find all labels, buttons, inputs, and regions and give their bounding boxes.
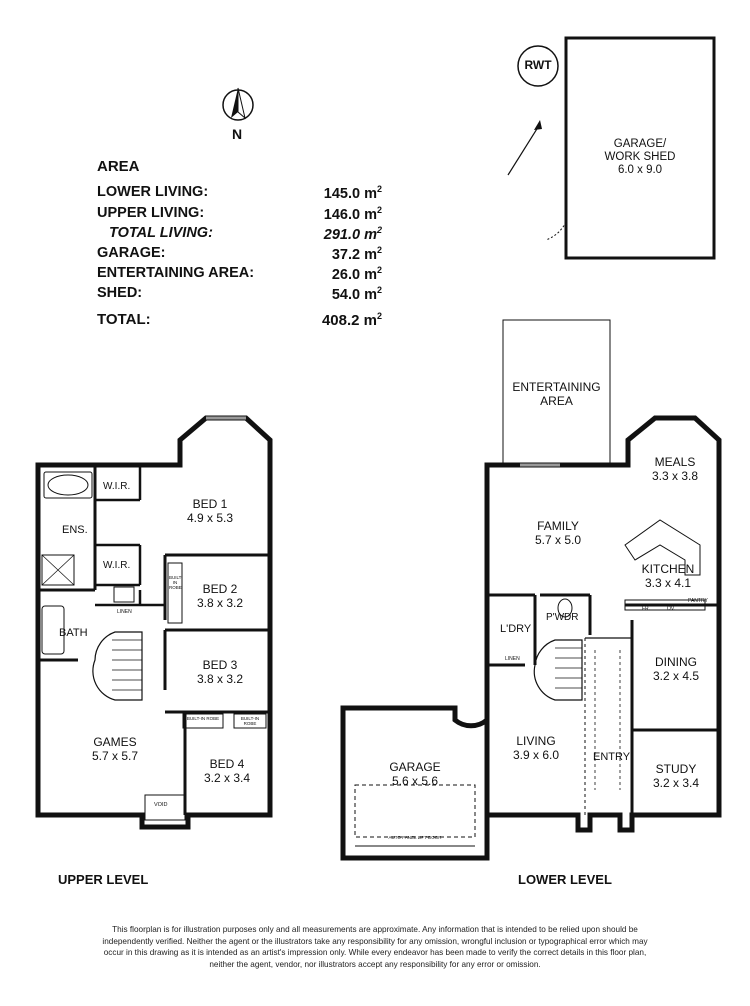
room-size: 3.8 x 3.2: [196, 672, 244, 686]
room-garage: GARAGE 5.6 x 5.6: [375, 760, 455, 788]
builtin-robe-label: BUILT-IN ROBE: [240, 716, 260, 726]
upper-level-plan: [35, 415, 273, 830]
room-name: AREA: [540, 394, 573, 408]
room-wir: W.I.R.: [103, 560, 131, 571]
room-size: 3.2 x 3.4: [203, 771, 251, 785]
linen-label: LINEN: [505, 656, 520, 662]
room-name: DINING: [655, 655, 697, 669]
rwt-label: RWT: [524, 58, 552, 72]
area-title: AREA: [97, 158, 140, 175]
oven-label: OV.: [667, 606, 676, 612]
room-games: GAMES 5.7 x 5.7: [75, 735, 155, 763]
room-size: 5.6 x 5.6: [391, 774, 439, 788]
room-name: STUDY: [655, 762, 697, 776]
room-name: GAMES: [93, 735, 137, 749]
room-size: 3.2 x 3.4: [652, 776, 700, 790]
shed-label: GARAGE/ WORK SHED 6.0 x 9.0: [566, 138, 714, 177]
room-wir: W.I.R.: [103, 481, 131, 492]
upper-level-label: UPPER LEVEL: [58, 872, 149, 887]
room-name: BED 1: [192, 497, 228, 511]
room-bed2: BED 2 3.8 x 3.2: [185, 582, 255, 610]
direction-arrow-icon: [507, 120, 542, 176]
room-size: 3.9 x 6.0: [512, 748, 560, 762]
room-size: 5.7 x 5.0: [534, 533, 582, 547]
room-kitchen: KITCHEN 3.3 x 4.1: [628, 562, 708, 590]
lower-level-plan: [340, 319, 722, 861]
garage-door-label: AUTO PANEL LIFT DOOR: [388, 835, 442, 840]
room-entertaining: ENTERTAINING AREA: [503, 380, 610, 408]
compass-icon: [222, 87, 254, 121]
room-size: 3.2 x 4.5: [652, 669, 700, 683]
room-name: BED 2: [202, 582, 238, 596]
disclaimer: This floorplan is for illustration purpo…: [102, 925, 648, 969]
area-value: 145.0 m2: [323, 184, 382, 202]
area-value: 408.2 m2: [321, 311, 382, 329]
shed-size: 6.0 x 9.0: [617, 164, 663, 176]
room-bed4: BED 4 3.2 x 3.4: [192, 757, 262, 785]
fridge-label: FR.: [642, 606, 651, 612]
void-label: VOID: [154, 802, 168, 808]
area-value: 37.2 m2: [331, 245, 382, 263]
room-pwdr: P'WDR: [546, 612, 579, 623]
rwt-tank: [517, 45, 559, 87]
room-dining: DINING 3.2 x 4.5: [636, 655, 716, 683]
area-label: LOWER LIVING:: [97, 184, 209, 200]
room-meals: MEALS 3.3 x 3.8: [635, 455, 715, 483]
area-label: GARAGE:: [97, 245, 166, 261]
area-label: TOTAL:: [97, 311, 151, 328]
room-name: BED 4: [209, 757, 245, 771]
room-bed1: BED 1 4.9 x 5.3: [160, 497, 260, 525]
area-value: 54.0 m2: [331, 285, 382, 303]
pantry-label: PANTRY: [688, 598, 708, 604]
lower-level-label: LOWER LEVEL: [518, 872, 612, 887]
room-size: 3.3 x 4.1: [644, 576, 692, 590]
room-name: MEALS: [654, 455, 696, 469]
room-size: 4.9 x 5.3: [186, 511, 234, 525]
room-name: FAMILY: [537, 519, 579, 533]
room-study: STUDY 3.2 x 3.4: [636, 762, 716, 790]
room-bath: BATH: [59, 627, 88, 639]
area-value: 146.0 m2: [323, 205, 382, 223]
room-name: LIVING: [516, 734, 556, 748]
area-label: TOTAL LIVING:: [109, 225, 213, 241]
builtin-robe-label: BUILT-IN ROBE: [186, 716, 220, 721]
room-size: 3.8 x 3.2: [196, 596, 244, 610]
room-entry: ENTRY: [593, 751, 631, 763]
linen-label: LINEN: [117, 609, 132, 615]
builtin-robe-label: BUILT-IN ROBE: [169, 575, 183, 590]
room-name: GARAGE: [389, 760, 441, 774]
shed-name: WORK SHED: [604, 151, 676, 163]
compass-label: N: [232, 126, 243, 142]
room-family: FAMILY 5.7 x 5.0: [518, 519, 598, 547]
area-label: UPPER LIVING:: [97, 205, 205, 221]
room-size: 3.3 x 3.8: [651, 469, 699, 483]
area-value: 291.0 m2: [323, 225, 382, 243]
room-living: LIVING 3.9 x 6.0: [496, 734, 576, 762]
area-label: SHED:: [97, 285, 143, 301]
shed-outline: [545, 36, 716, 260]
room-ens: ENS.: [62, 524, 88, 536]
room-name: KITCHEN: [641, 562, 695, 576]
room-bed3: BED 3 3.8 x 3.2: [185, 658, 255, 686]
area-label: ENTERTAINING AREA:: [97, 265, 255, 281]
room-name: BED 3: [202, 658, 238, 672]
room-ldry: L'DRY: [500, 623, 532, 635]
room-name: ENTERTAINING: [512, 380, 601, 394]
area-value: 26.0 m2: [331, 265, 382, 283]
room-size: 5.7 x 5.7: [91, 749, 139, 763]
shed-name: GARAGE/: [613, 138, 667, 150]
